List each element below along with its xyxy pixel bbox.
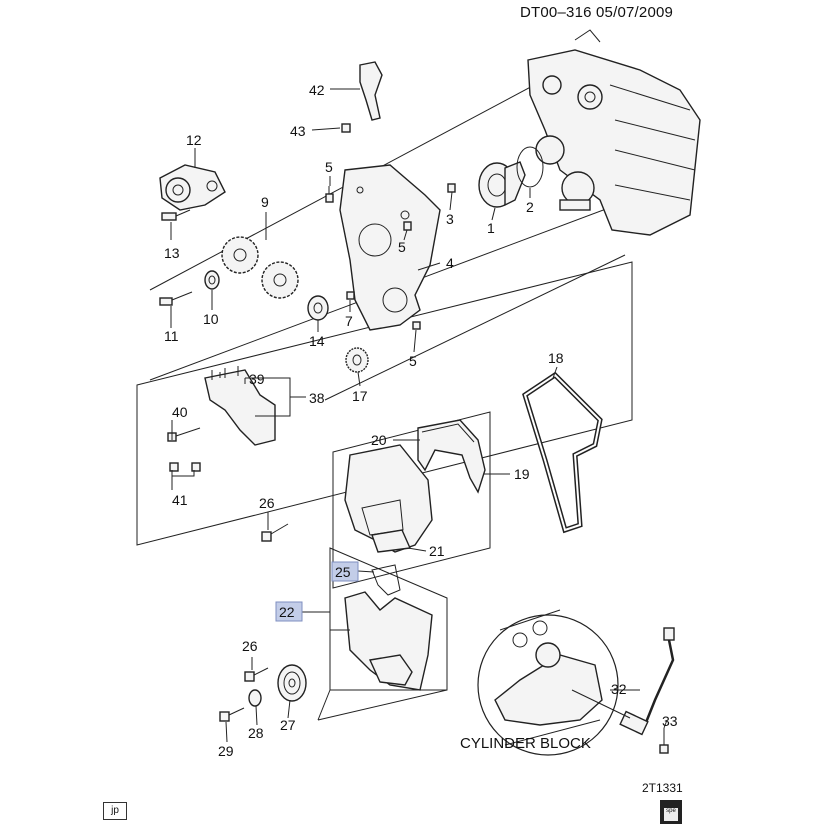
bolt-5-low <box>412 321 421 330</box>
callout-7: 7 <box>345 313 353 329</box>
callout-39: 39 <box>249 371 265 387</box>
callout-4: 4 <box>446 255 454 271</box>
callout-9: 9 <box>261 194 269 210</box>
rear-timing-cover <box>339 164 441 331</box>
cover-seal <box>371 564 401 596</box>
callout-17: 17 <box>352 388 368 404</box>
callout-5-low: 5 <box>409 353 417 369</box>
bolt-13 <box>161 209 191 221</box>
callout-1: 1 <box>487 220 495 236</box>
callout-21: 21 <box>429 543 445 559</box>
callout-18: 18 <box>548 350 564 366</box>
washer <box>204 270 220 290</box>
bolt-7 <box>346 291 355 300</box>
callout-33: 33 <box>662 713 678 729</box>
callout-43: 43 <box>290 123 306 139</box>
callout-26-lower: 26 <box>242 638 258 654</box>
o-ring-gasket <box>516 146 544 188</box>
document-id: DT00–316 05/07/2009 <box>520 4 674 21</box>
bolt-41a <box>169 462 179 472</box>
callout-5-mid: 5 <box>398 239 406 255</box>
callout-40: 40 <box>172 404 188 420</box>
callout-10: 10 <box>203 311 219 327</box>
bolt-3 <box>447 183 456 193</box>
callout-5-top: 5 <box>325 159 333 175</box>
lower-timing-cover <box>344 591 433 691</box>
crankshaft-pulley <box>277 664 307 702</box>
callout-25: 25 <box>335 564 351 580</box>
pulley-washer <box>248 689 262 707</box>
idler-pulley <box>307 295 329 321</box>
belt-tensioner <box>159 164 226 211</box>
callout-20: 20 <box>371 432 387 448</box>
callout-29: 29 <box>218 743 234 759</box>
sensor-bolt <box>659 728 669 754</box>
callout-19: 19 <box>514 466 530 482</box>
callout-42: 42 <box>309 82 325 98</box>
bolt-26-lower <box>244 667 269 682</box>
assembly-frame-lines <box>136 57 633 721</box>
callout-28: 28 <box>248 725 264 741</box>
bolt-11 <box>159 291 193 306</box>
bolt-43 <box>341 123 351 133</box>
callout-14: 14 <box>309 333 325 349</box>
bolt-5-top <box>325 186 334 203</box>
callout-3: 3 <box>446 211 454 227</box>
bolt-40 <box>167 427 201 442</box>
figure-code: 2T1331 <box>642 781 683 795</box>
crankshaft-sprocket <box>345 347 369 373</box>
callout-11: 11 <box>164 328 179 344</box>
sensor-bracket <box>359 61 383 121</box>
camshaft-gears <box>221 236 299 299</box>
callout-27: 27 <box>280 717 296 733</box>
bolt-29 <box>219 707 245 722</box>
cylinder-block-inset <box>477 609 619 756</box>
callout-2: 2 <box>526 199 534 215</box>
water-pump <box>478 161 526 208</box>
callout-13: 13 <box>164 245 180 261</box>
callout-32: 32 <box>611 681 627 697</box>
leader-lines <box>170 88 668 743</box>
callout-22-highlight <box>275 601 303 622</box>
callout-25-highlight <box>331 561 359 582</box>
spec-icon[interactable]: spe <box>660 800 682 824</box>
crankshaft-position-sensor <box>571 627 675 736</box>
bolt-5-mid <box>403 221 412 231</box>
callout-38: 38 <box>309 390 325 406</box>
bolt-41b <box>191 462 201 472</box>
bolt-26-upper <box>261 523 289 542</box>
timing-belt <box>522 371 603 534</box>
callout-22: 22 <box>279 604 295 620</box>
engine-mount-bracket <box>204 366 276 446</box>
engine-block <box>527 29 701 236</box>
callout-12: 12 <box>186 132 202 148</box>
callout-41: 41 <box>172 492 188 508</box>
cylinder-block-label: CYLINDER BLOCK <box>460 735 591 752</box>
upper-timing-cover <box>417 419 486 494</box>
spec-icon-label: spe <box>664 808 678 821</box>
middle-timing-cover <box>344 444 433 553</box>
callout-26-upper: 26 <box>259 495 275 511</box>
callout-labels: 42 43 12 5 9 3 2 1 5 13 4 10 7 11 14 5 1… <box>164 82 678 759</box>
language-badge[interactable]: jp <box>103 802 127 820</box>
